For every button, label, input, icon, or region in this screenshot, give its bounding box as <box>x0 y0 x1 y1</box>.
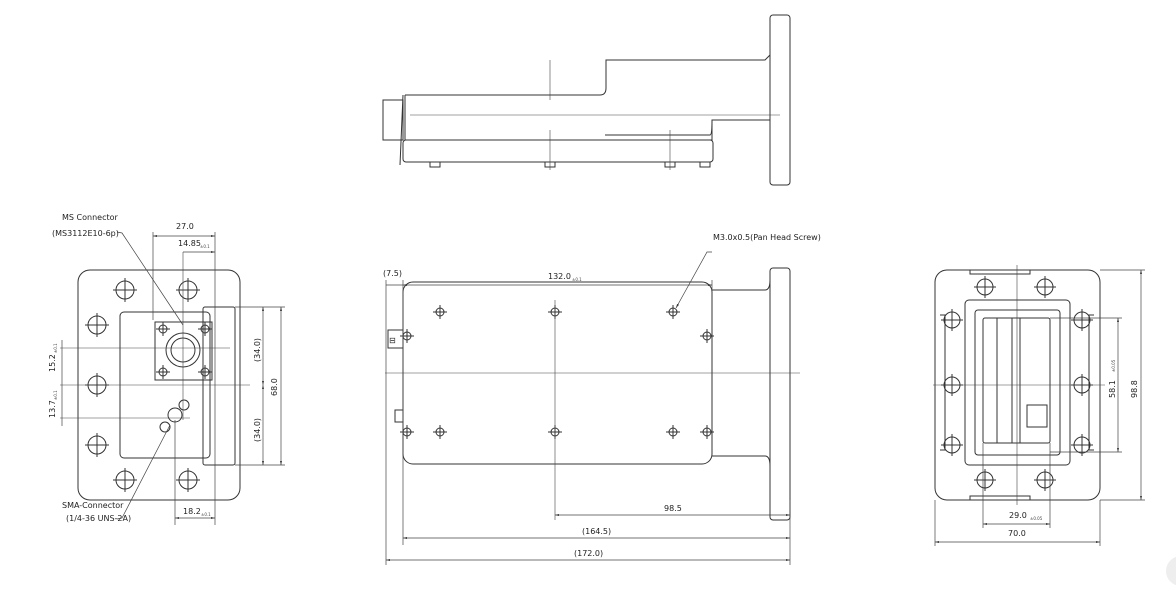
flange-hole <box>85 433 109 457</box>
dim-sma-height: 13.7 <box>48 400 57 418</box>
flange-hole <box>1034 276 1056 298</box>
left-view: MS Connector (MS3112E10-6p) 27.0 14.85 ±… <box>48 213 285 525</box>
dim-window-width-tol: ±0.05 <box>1030 516 1043 521</box>
screw-icon <box>700 425 714 439</box>
dim-overall: (172.0) <box>574 549 603 558</box>
flange-hole <box>1071 434 1093 456</box>
connector-body <box>382 99 404 141</box>
ms-connector-label: MS Connector <box>62 213 118 222</box>
flange-hole <box>176 468 200 492</box>
top-view <box>382 14 791 186</box>
flange-hole <box>1071 309 1093 331</box>
dim-half-lower: (34.0) <box>253 418 262 442</box>
flange-hole <box>113 278 137 302</box>
dim-body-tol: ±0.1 <box>572 277 582 282</box>
probe <box>1026 404 1048 428</box>
flange-hole <box>974 276 996 298</box>
dim-flange-height: 98.8 <box>1130 380 1139 398</box>
ms-connector-leader <box>116 231 184 326</box>
screw-hole <box>198 365 212 379</box>
dim-sma-tol: ±0.1 <box>53 390 58 400</box>
flange-hole <box>176 278 200 302</box>
sma-connector-label: SMA-Connector <box>62 501 124 510</box>
flange-hole <box>974 469 996 491</box>
connector-glyph: ⊟ <box>389 336 396 345</box>
screw-icon <box>700 329 714 343</box>
dim-ms-height: 15.2 <box>48 354 57 372</box>
dim-half-upper: (34.0) <box>253 338 262 362</box>
sma-connector-part: (1/4-36 UNS-2A) <box>66 514 131 523</box>
dim-offset: 14.85 <box>178 239 201 248</box>
sma-connector-leader <box>116 424 171 520</box>
dim-center: 98.5 <box>664 504 682 513</box>
screw-icon <box>433 305 447 319</box>
corner-button[interactable] <box>1166 556 1176 586</box>
dim-sma-offset-tol: ±0.1 <box>201 512 211 517</box>
dim-window-height: 58.1 <box>1108 380 1117 398</box>
right-view: 58.1 ±0.05 98.8 29.0 ±0.05 70.0 <box>933 265 1145 546</box>
dim-width-top: 27.0 <box>176 222 194 231</box>
dim-offset-tol: ±0.1 <box>200 244 210 249</box>
screw-leader <box>675 251 712 309</box>
dim-window-height-tol: ±0.05 <box>1111 359 1116 372</box>
dim-ms-tol: ±0.1 <box>53 343 58 353</box>
screw-icon <box>433 425 447 439</box>
screw-icon <box>400 329 414 343</box>
screw-label: M3.0x0.5(Pan Head Screw) <box>713 233 821 242</box>
screw-icon <box>666 305 680 319</box>
screw-hole <box>156 322 170 336</box>
screw-icon <box>400 425 414 439</box>
flange-hole <box>941 434 963 456</box>
dim-total-height: 68.0 <box>270 378 279 396</box>
flange-hole <box>1034 469 1056 491</box>
dim-body: 132.0 <box>548 272 571 281</box>
flange-hole <box>941 309 963 331</box>
dim-connector: (7.5) <box>383 269 402 278</box>
screw-hole <box>198 322 212 336</box>
screw-hole <box>156 365 170 379</box>
front-view: ⊟ M3.0x0.5(Pan Head Screw) (7.5) 132.0 ±… <box>383 233 821 565</box>
sma-connector <box>159 399 190 433</box>
flange-hole <box>113 468 137 492</box>
dim-flange-width: 70.0 <box>1008 529 1026 538</box>
dim-sma-offset: 18.2 <box>183 507 201 516</box>
dim-overall-body: (164.5) <box>582 527 611 536</box>
flange-hole <box>85 313 109 337</box>
ms-connector-part: (MS3112E10-6p) <box>52 229 119 238</box>
ms-connector <box>154 321 213 381</box>
dim-window-width: 29.0 <box>1009 511 1027 520</box>
screw-icon <box>666 425 680 439</box>
